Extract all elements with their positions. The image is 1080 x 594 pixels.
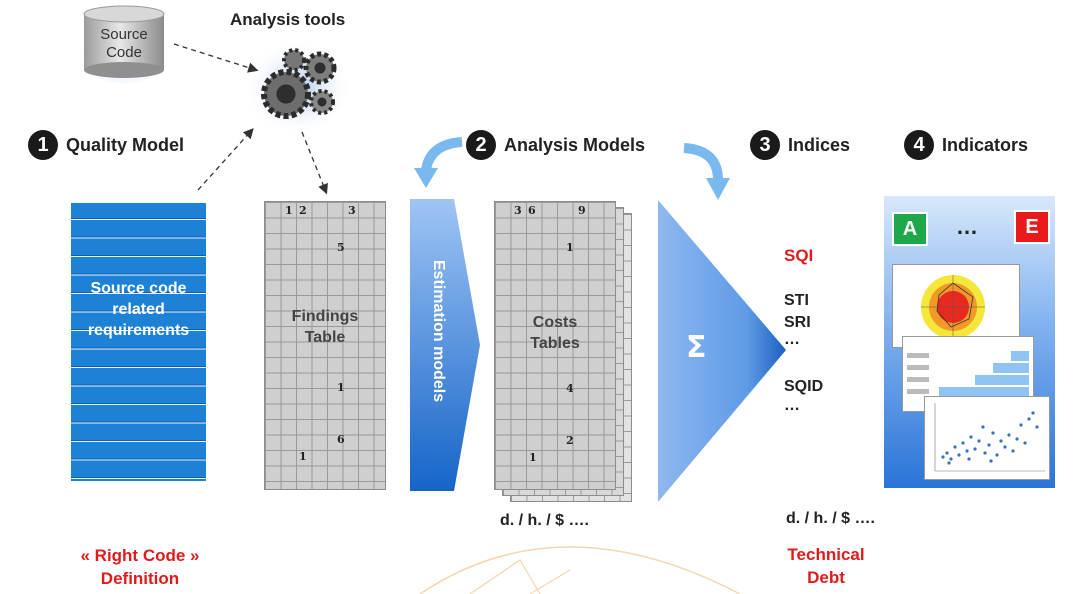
radar-chart-icon bbox=[893, 265, 1019, 347]
right-code-label: « Right Code » Definition bbox=[60, 544, 220, 590]
right-code-line-1: « Right Code » bbox=[60, 544, 220, 567]
step-1: 1 Quality Model bbox=[28, 130, 184, 160]
findings-line-1: Findings bbox=[265, 306, 385, 327]
index-sqi: SQI bbox=[784, 246, 813, 266]
findings-cell: 1 bbox=[337, 381, 345, 394]
technical-debt-label: Technical Debt bbox=[766, 543, 886, 589]
technical-debt-line-2: Debt bbox=[766, 566, 886, 589]
index-sti: STI bbox=[784, 290, 811, 312]
curved-arrows bbox=[400, 130, 740, 205]
findings-cell: 1 bbox=[285, 204, 293, 217]
requirements-line-2: related bbox=[71, 299, 206, 320]
findings-table: 1 2 3 5 1 6 1 Findings Table bbox=[264, 201, 386, 490]
estimation-label: Estimation models bbox=[429, 246, 447, 416]
index-sqid: SQID bbox=[784, 376, 823, 398]
technical-debt-line-1: Technical bbox=[766, 543, 886, 566]
costs-line-1: Costs bbox=[495, 312, 615, 333]
units-left: d. / h. / $ …. bbox=[500, 512, 589, 530]
scatter-thumbnail bbox=[924, 396, 1050, 480]
dashed-arrows bbox=[0, 0, 420, 200]
costs-cell: 1 bbox=[529, 451, 537, 464]
findings-cell: 2 bbox=[299, 204, 307, 217]
grade-e-label: E bbox=[1025, 216, 1038, 239]
costs-cell: 4 bbox=[566, 382, 574, 395]
costs-cell: 6 bbox=[528, 204, 536, 217]
units-right: d. / h. / $ …. bbox=[786, 510, 875, 528]
requirements-line-3: requirements bbox=[71, 320, 206, 341]
findings-cell: 1 bbox=[299, 450, 307, 463]
findings-cell: 6 bbox=[337, 433, 345, 446]
step-1-label: Quality Model bbox=[66, 135, 184, 156]
findings-cell: 5 bbox=[337, 241, 345, 254]
requirements-label: Source code related requirements bbox=[71, 278, 206, 341]
sigma-symbol: Σ bbox=[686, 330, 707, 365]
step-3: 3 Indices bbox=[750, 130, 850, 160]
step-1-number: 1 bbox=[28, 130, 58, 160]
step-4-label: Indicators bbox=[942, 135, 1028, 156]
costs-table: 3 6 9 1 4 2 1 Costs Tables bbox=[494, 201, 616, 490]
indices-list-2: SQID … bbox=[784, 376, 823, 414]
grade-a-badge: A bbox=[892, 212, 928, 246]
step-4-number: 4 bbox=[904, 130, 934, 160]
findings-label: Findings Table bbox=[265, 306, 385, 348]
costs-cell: 2 bbox=[566, 434, 574, 447]
scatter-chart-icon bbox=[925, 397, 1049, 479]
findings-cell: 3 bbox=[348, 204, 356, 217]
indices-list: STI SRI … bbox=[784, 290, 811, 346]
findings-line-2: Table bbox=[265, 327, 385, 348]
step-4: 4 Indicators bbox=[904, 130, 1028, 160]
index-more-2: … bbox=[784, 398, 823, 414]
grade-e-badge: E bbox=[1014, 210, 1050, 244]
grade-dots: … bbox=[956, 214, 978, 240]
grade-a-label: A bbox=[903, 218, 917, 241]
index-more: … bbox=[784, 334, 811, 346]
costs-line-2: Tables bbox=[495, 333, 615, 354]
step-3-label: Indices bbox=[788, 135, 850, 156]
costs-cell: 3 bbox=[514, 204, 522, 217]
indicators-panel: A … E bbox=[884, 196, 1055, 488]
costs-label: Costs Tables bbox=[495, 312, 615, 354]
requirements-line-1: Source code bbox=[71, 278, 206, 299]
requirements-block bbox=[71, 203, 206, 481]
right-code-line-2: Definition bbox=[60, 567, 220, 590]
step-3-number: 3 bbox=[750, 130, 780, 160]
sigma-triangle bbox=[658, 200, 788, 502]
costs-cell: 1 bbox=[566, 241, 574, 254]
costs-cell: 9 bbox=[578, 204, 586, 217]
